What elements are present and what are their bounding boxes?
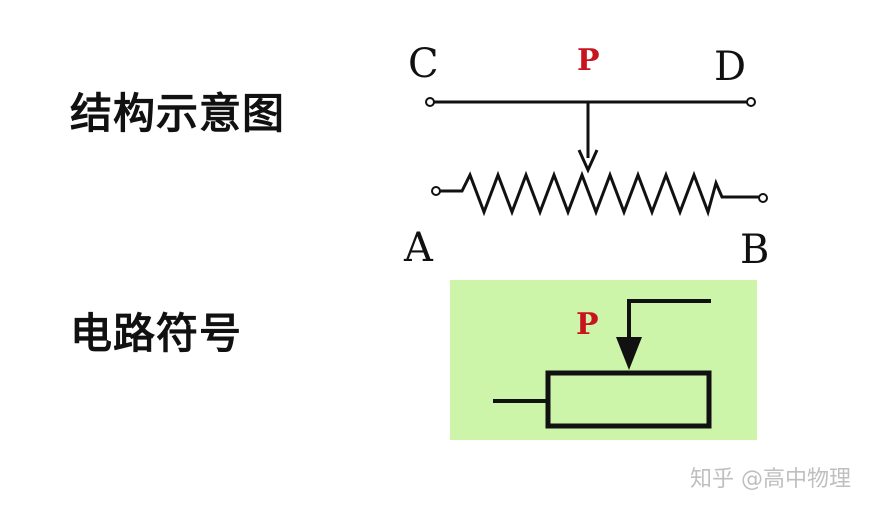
slider-label-p: P: [577, 43, 600, 78]
slider-wire: [627, 299, 711, 340]
terminal-label-c: C: [408, 41, 439, 87]
watermark: 知乎 @高中物理: [690, 467, 851, 492]
rheostat-symbol: [493, 299, 712, 429]
terminal-b-icon: [758, 193, 768, 203]
heading-structure-diagram: 结构示意图: [70, 89, 286, 138]
arrow-down-icon: [616, 337, 642, 370]
heading-circuit-symbol: 电路符号: [70, 309, 243, 358]
circuit-symbol-panel: P: [450, 280, 757, 440]
terminal-c-icon: [425, 97, 435, 107]
resistance-coil: [440, 170, 760, 217]
terminal-label-b: B: [740, 227, 770, 273]
terminal-d-icon: [746, 97, 756, 107]
terminal-a-icon: [431, 186, 441, 196]
resistor-box: [545, 370, 712, 429]
symbol-slider-label-p: P: [576, 307, 599, 342]
arrow-down-icon: [577, 149, 599, 174]
terminal-label-d: D: [714, 44, 747, 90]
terminal-label-a: A: [404, 225, 433, 271]
